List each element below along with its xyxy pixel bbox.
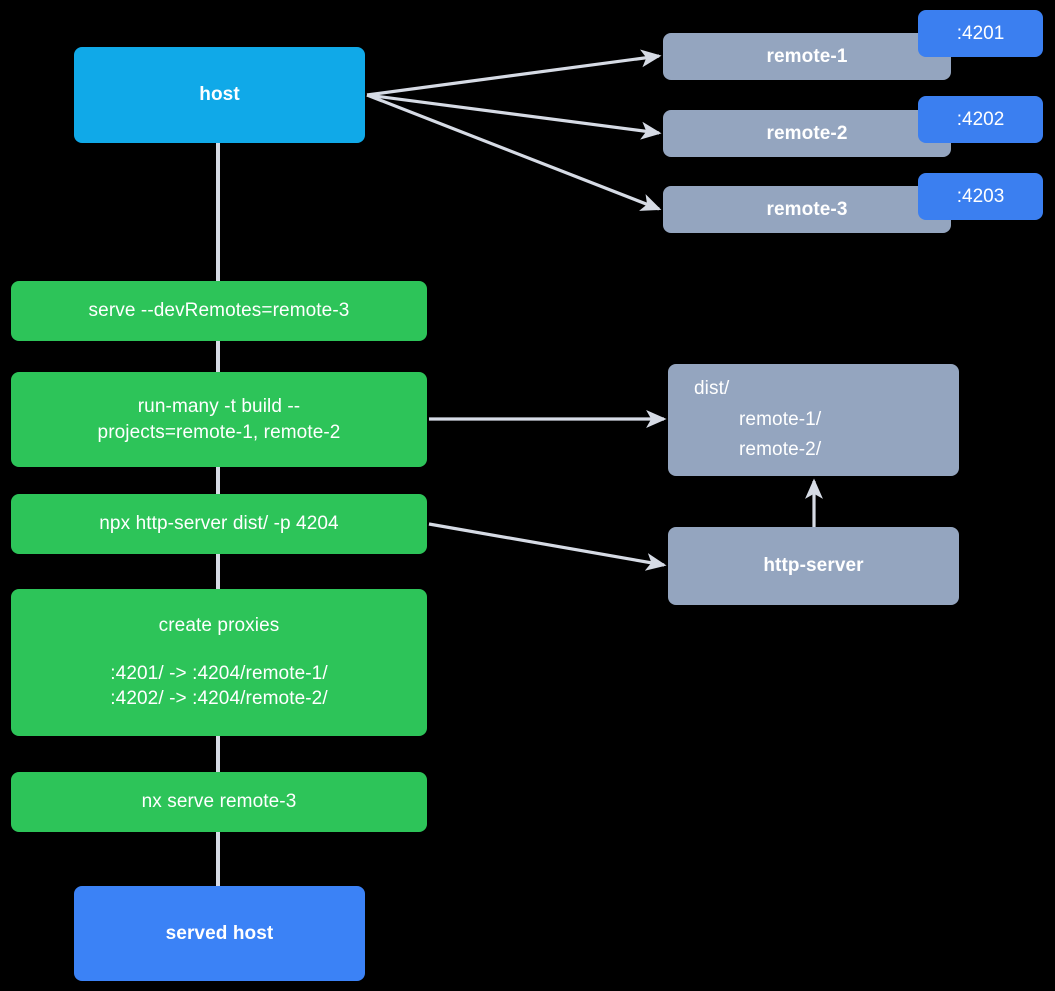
- dist-folder-child-remote-2: remote-2/: [739, 439, 822, 461]
- node-remote-2-label: remote-2: [766, 122, 848, 144]
- node-host[interactable]: host: [74, 47, 365, 143]
- node-http-server-label: http-server: [763, 555, 864, 577]
- node-remote-2[interactable]: remote-2: [663, 110, 951, 157]
- node-remote-1-label: remote-1: [766, 45, 848, 67]
- edge-host-to-remote-2: [366, 93, 662, 140]
- dist-folder-tree: dist/ remote-1/ remote-2/: [668, 374, 959, 465]
- command-create-proxies-title: create proxies: [158, 615, 280, 637]
- dist-folder-root: dist/: [694, 378, 730, 400]
- node-command-npx-http-server[interactable]: npx http-server dist/ -p 4204: [11, 494, 427, 554]
- node-remote-1[interactable]: remote-1: [663, 33, 951, 80]
- port-badge-remote-3-label: :4203: [956, 185, 1005, 207]
- node-http-server[interactable]: http-server: [668, 527, 959, 605]
- edge-host-to-remote-1: [366, 49, 662, 97]
- node-command-serve-devremotes[interactable]: serve --devRemotes=remote-3: [11, 281, 427, 341]
- node-remote-3-label: remote-3: [766, 198, 848, 220]
- node-served-host-label: served host: [165, 922, 274, 944]
- command-serve-devremotes-label: serve --devRemotes=remote-3: [88, 300, 350, 322]
- node-command-nx-serve-remote-3[interactable]: nx serve remote-3: [11, 772, 427, 832]
- command-run-many-line-2: projects=remote-1, remote-2: [97, 421, 341, 443]
- command-run-many-line-1: run-many -t build --: [137, 395, 301, 417]
- command-create-proxies-mapping-1: :4201/ -> :4204/remote-1/: [110, 662, 328, 684]
- port-badge-remote-3[interactable]: :4203: [918, 173, 1043, 220]
- dist-folder-child-remote-1: remote-1/: [739, 408, 822, 430]
- port-badge-remote-2[interactable]: :4202: [918, 96, 1043, 143]
- node-command-run-many[interactable]: run-many -t build -- projects=remote-1, …: [11, 372, 427, 467]
- node-remote-3[interactable]: remote-3: [663, 186, 951, 233]
- command-create-proxies-mapping-2: :4202/ -> :4204/remote-2/: [110, 688, 328, 710]
- port-badge-remote-2-label: :4202: [956, 108, 1005, 130]
- port-badge-remote-1[interactable]: :4201: [918, 10, 1043, 57]
- node-host-label: host: [199, 84, 240, 106]
- command-nx-serve-remote-3-label: nx serve remote-3: [141, 791, 297, 813]
- edge-host-to-remote-3: [366, 93, 662, 211]
- edge-npx-to-http-server: [428, 522, 667, 571]
- node-dist-folder[interactable]: dist/ remote-1/ remote-2/: [668, 364, 959, 476]
- command-npx-http-server-label: npx http-server dist/ -p 4204: [99, 513, 339, 535]
- port-badge-remote-1-label: :4201: [956, 22, 1005, 44]
- node-served-host[interactable]: served host: [74, 886, 365, 981]
- node-command-create-proxies[interactable]: create proxies :4201/ -> :4204/remote-1/…: [11, 589, 427, 736]
